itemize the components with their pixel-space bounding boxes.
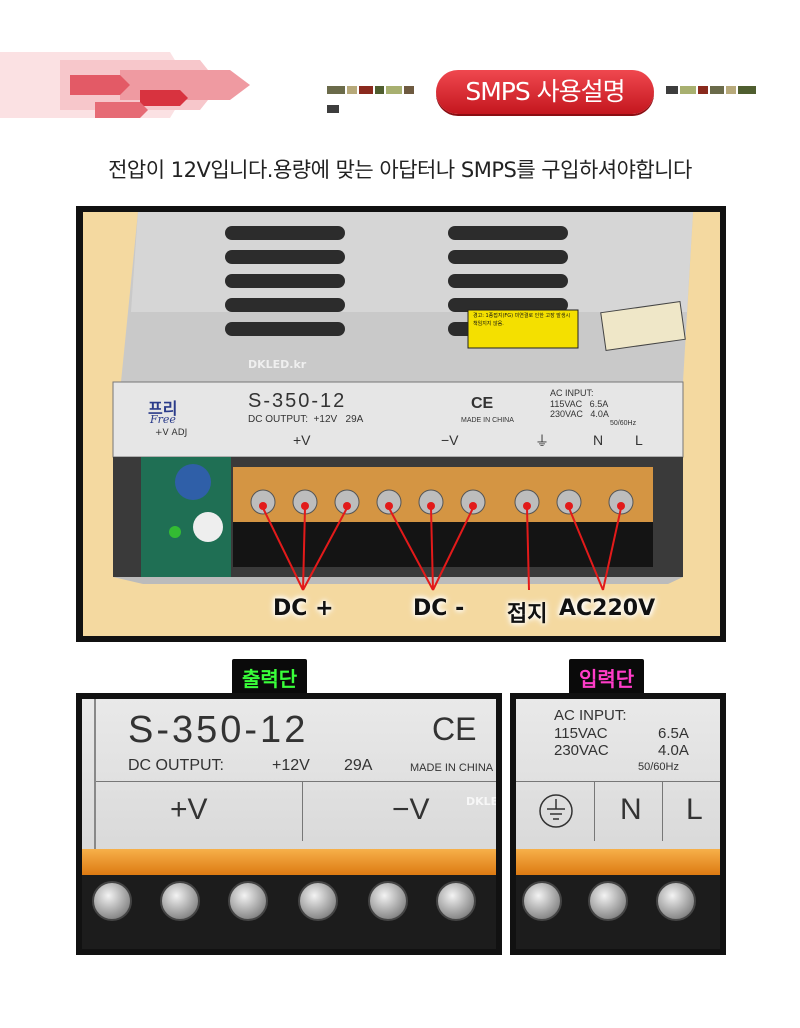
- output-terminal-cover: [82, 849, 496, 875]
- page-title: SMPS 사용설명: [436, 70, 654, 114]
- header-strip-right: [666, 86, 766, 94]
- warning-sticker: 경고: 1종접지(FG) 미연결로 인한 고장 발생시 책임지지 않음.: [473, 313, 571, 327]
- ac-input-line-2: 115VAC 6.5A: [550, 399, 609, 409]
- input-terminal-l: L: [686, 793, 703, 826]
- vadj-label: +V ADJ: [155, 428, 188, 438]
- input-divider-v1: [594, 781, 595, 841]
- output-terminal-base: [82, 875, 496, 949]
- screw-icon: [92, 881, 132, 921]
- output-divider-v: [302, 781, 303, 841]
- dc-output-label: DC OUTPUT: +12V 29A: [248, 414, 364, 425]
- input-frequency: 50/60Hz: [638, 761, 679, 773]
- output-terminal-plus: +V: [170, 793, 208, 826]
- screw-icon: [656, 881, 696, 921]
- ac-input-line-4: 50/60Hz: [610, 420, 637, 427]
- ac-input-line-1: AC INPUT:: [550, 388, 594, 398]
- callout-ac220v: AC220V: [559, 596, 656, 621]
- output-voltage: +12V: [272, 757, 310, 774]
- callout-dc-plus: DC +: [273, 596, 334, 621]
- made-in-label: MADE IN CHINA: [461, 417, 514, 424]
- brand-label: 프리: [148, 399, 178, 418]
- watermark: DKLED.kr: [248, 358, 307, 371]
- header-decoration: [0, 40, 300, 130]
- output-divider-h: [96, 781, 496, 782]
- input-panel: AC INPUT: 115VAC 6.5A 230VAC 4.0A 50/60H…: [516, 699, 720, 949]
- header-strip-left: [327, 86, 427, 113]
- output-made-in: MADE IN CHINA: [410, 762, 494, 774]
- screw-icon: [436, 881, 476, 921]
- screw-icon: [160, 881, 200, 921]
- input-line1-current: 6.5A: [658, 725, 689, 742]
- plate-edge: [94, 699, 96, 849]
- output-ce-mark: CE: [432, 711, 477, 747]
- input-divider-v2: [662, 781, 663, 841]
- output-terminal-minus: −V: [392, 793, 430, 826]
- subtitle: 전압이 12V입니다.용량에 맞는 아답터나 SMPS를 구입하셔야합니다: [108, 158, 692, 182]
- terminal-minus-v: −V: [441, 432, 459, 448]
- brand-script: Free: [150, 413, 176, 426]
- output-watermark: DKLED.kr: [466, 795, 496, 808]
- smps-illustration: [112, 212, 693, 591]
- output-panel: S-350-12 CE DC OUTPUT: +12V 29A MADE IN …: [82, 699, 496, 949]
- callout-dc-minus: DC -: [413, 596, 465, 621]
- input-terminal-cover: [516, 849, 720, 875]
- model-label: S-350-12: [248, 390, 347, 412]
- ground-icon: [539, 794, 573, 828]
- callout-ground: 접지: [507, 602, 548, 627]
- input-ac-label: AC INPUT:: [554, 707, 627, 724]
- terminal-n: N: [593, 432, 604, 448]
- ac-input-line-3: 230VAC 4.0A: [550, 409, 609, 419]
- input-badge: 입력단: [569, 659, 645, 696]
- ce-mark: CE: [471, 395, 494, 412]
- input-divider-h: [516, 781, 720, 782]
- arrow-decoration-icon: [0, 52, 250, 118]
- output-model: S-350-12: [128, 709, 309, 751]
- screw-icon: [522, 881, 562, 921]
- screw-icon: [368, 881, 408, 921]
- input-terminal-n: N: [620, 793, 642, 826]
- output-badge: 출력단: [232, 659, 308, 696]
- screw-icon: [298, 881, 338, 921]
- screw-icon: [588, 881, 628, 921]
- output-current: 29A: [344, 757, 373, 774]
- ground-icon: ⏚: [535, 433, 549, 449]
- input-line2-voltage: 230VAC: [554, 742, 609, 759]
- input-line2-current: 4.0A: [658, 742, 689, 759]
- main-photo: 프리 Free +V ADJ S-350-12 DC OUTPUT: +12V …: [83, 212, 720, 636]
- input-line1-voltage: 115VAC: [554, 725, 608, 742]
- terminal-l: L: [635, 432, 643, 448]
- output-dc-label: DC OUTPUT:: [128, 757, 224, 774]
- screw-icon: [228, 881, 268, 921]
- terminal-plus-v: +V: [293, 432, 311, 448]
